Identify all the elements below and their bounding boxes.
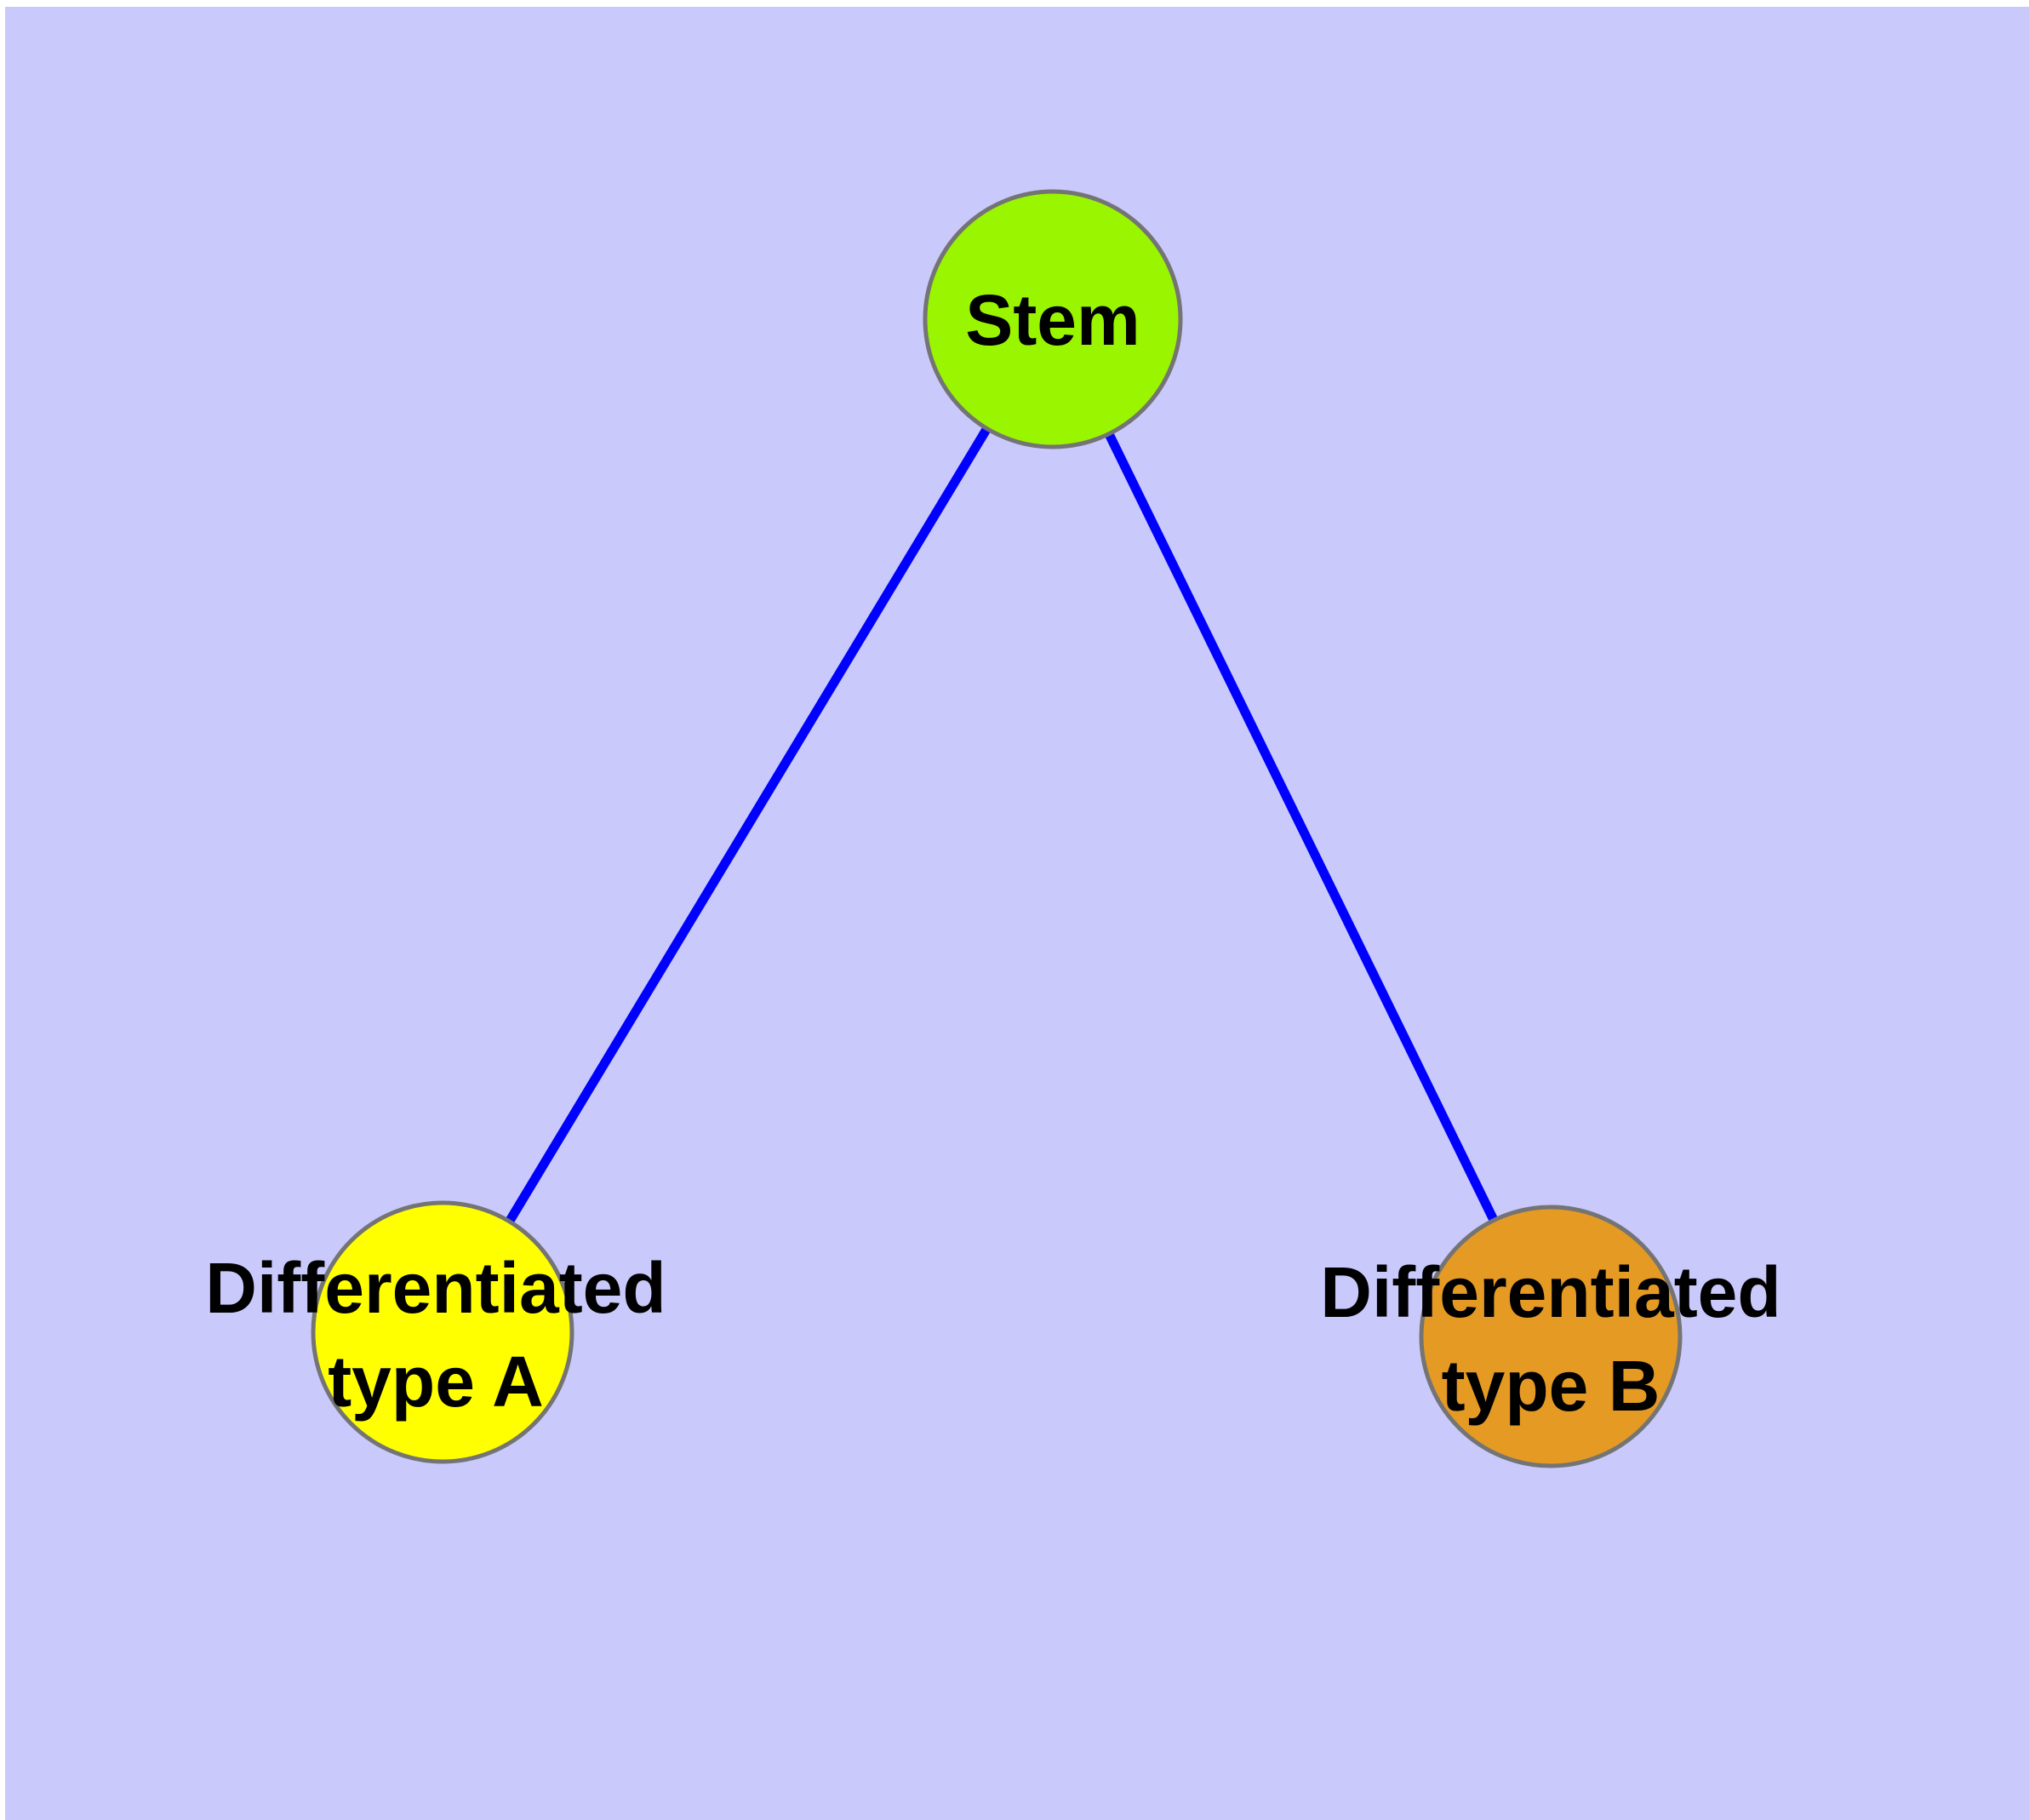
edge-layer (438, 317, 1555, 1339)
node-type-b-label-line2: type B (1442, 1346, 1660, 1426)
edge-stem-to-type-a (438, 317, 1057, 1335)
node-type-b-circle (1419, 1205, 1683, 1468)
node-differentiated-type-a: Differentiated type A (205, 1200, 666, 1464)
node-type-b-label-line1: Differentiated (1320, 1252, 1780, 1332)
edge-stem-to-type-b (1049, 317, 1555, 1339)
node-stem: Stem (923, 189, 1183, 449)
node-stem-label: Stem (965, 280, 1140, 360)
node-type-a-circle (311, 1200, 574, 1464)
node-stem-circle (923, 189, 1183, 449)
node-differentiated-type-b: Differentiated type B (1320, 1205, 1781, 1468)
node-type-a-label-line2: type A (328, 1342, 544, 1422)
node-type-a-label-line1: Differentiated (205, 1248, 666, 1328)
